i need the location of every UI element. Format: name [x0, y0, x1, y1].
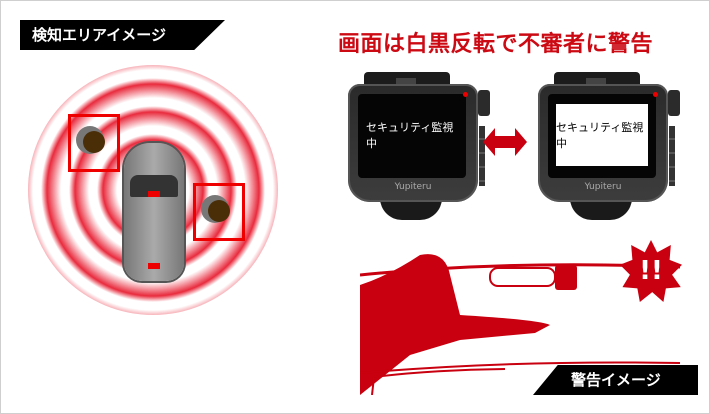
status-led: [653, 92, 658, 97]
side-buttons: [669, 126, 675, 186]
swap-arrow-icon: [483, 128, 527, 156]
dashcam-inverted: セキュリティ監視中 Yupiteru: [530, 66, 680, 226]
person-icon: [208, 200, 230, 222]
person-detection-box-2: [193, 183, 245, 241]
detection-area-label: 検知エリアイメージ: [20, 20, 225, 50]
status-led: [463, 92, 468, 97]
headline: 画面は白黒反転で不審者に警告: [338, 32, 654, 57]
dial-knob: [478, 90, 490, 116]
person-icon: [83, 131, 105, 153]
camera-mount: [570, 198, 632, 220]
screen-text-normal: セキュリティ監視中: [366, 104, 458, 166]
brand-logo: Yupiteru: [584, 182, 622, 192]
person-detection-box-1: [68, 114, 120, 172]
side-buttons: [479, 126, 485, 186]
camera-mount: [380, 198, 442, 220]
car-icon: [124, 143, 184, 281]
windshield: [130, 175, 178, 197]
rear-camera-marker: [148, 263, 160, 269]
warning-image-label: 警告イメージ: [533, 365, 698, 395]
front-camera-marker: [148, 191, 160, 197]
dashcam-normal: セキュリティ監視中 Yupiteru: [340, 66, 490, 226]
screen-text-inverted: セキュリティ監視中: [556, 104, 648, 166]
brand-logo: Yupiteru: [394, 182, 432, 192]
dial-knob: [668, 90, 680, 116]
